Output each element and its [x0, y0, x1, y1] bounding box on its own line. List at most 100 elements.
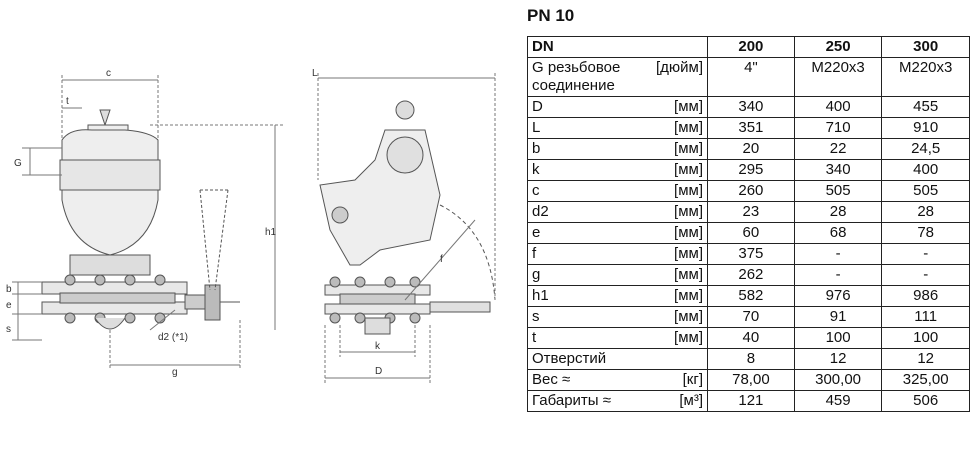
- cell: 12: [881, 348, 970, 370]
- dim-label-L: L: [312, 68, 318, 79]
- cell: 505: [793, 180, 883, 202]
- cell: 100: [881, 327, 970, 349]
- dim-label-t: t: [66, 96, 69, 107]
- row-unit: [мм]: [674, 224, 704, 241]
- row-name: k: [532, 161, 540, 178]
- cell: 111: [881, 306, 970, 328]
- cell: 400: [793, 96, 883, 118]
- dim-label-c: c: [106, 68, 111, 79]
- cell: 340: [707, 96, 795, 118]
- header-col: 300: [881, 36, 970, 58]
- dim-label-e: e: [6, 300, 12, 311]
- row-name: e: [532, 224, 541, 241]
- row-label: G резьбовое [дюйм] соединение: [526, 57, 709, 97]
- cell: 986: [881, 285, 970, 307]
- row-unit: [мм]: [674, 308, 704, 325]
- table-row: c[мм] 260 505 505: [526, 180, 970, 202]
- cell: 506: [881, 390, 970, 412]
- cell: 295: [707, 159, 795, 181]
- row-name: f: [532, 245, 537, 262]
- cell: 40: [707, 327, 795, 349]
- cell: 8: [707, 348, 795, 370]
- row-unit: [мм]: [674, 329, 704, 346]
- row-name-cont: соединение: [532, 77, 615, 94]
- technical-drawing: c t G h1 b e s d2 (*1) g L f k D: [6, 68, 496, 383]
- dim-label-s: s: [6, 324, 11, 335]
- row-name: b: [532, 140, 541, 157]
- cell: 910: [881, 117, 970, 139]
- cell: 455: [881, 96, 970, 118]
- table-row: e [мм] 60 68 78: [526, 222, 970, 244]
- table-row: Габариты ≈[м³] 121 459 506: [526, 390, 970, 412]
- row-unit: [м³]: [679, 392, 704, 409]
- cell: 400: [881, 159, 970, 181]
- cell: 375: [707, 243, 795, 265]
- spec-table: DN 200 250 300 G резьбовое [дюйм] соедине…: [526, 36, 970, 412]
- cell: 22: [793, 138, 883, 160]
- row-name: G резьбовое: [532, 59, 621, 76]
- row-name: c: [532, 182, 540, 199]
- row-label: f [мм]: [526, 243, 709, 265]
- cell: -: [881, 264, 970, 286]
- header-col: 200: [707, 36, 795, 58]
- cell: 68: [793, 222, 883, 244]
- row-name: t: [532, 329, 537, 346]
- row-name: s: [532, 308, 540, 325]
- row-name: Габариты ≈: [532, 392, 611, 409]
- cell: 351: [707, 117, 795, 139]
- table-header-row: DN 200 250 300: [526, 36, 970, 58]
- row-unit: [мм]: [674, 161, 704, 178]
- cell: 121: [707, 390, 795, 412]
- row-name: g: [532, 266, 541, 283]
- table-row: L [мм] 351 710 910: [526, 117, 970, 139]
- cell: 12: [793, 348, 883, 370]
- row-label: k [мм]: [526, 159, 709, 181]
- row-name: L: [532, 119, 541, 136]
- row-label: d2[мм]: [526, 201, 709, 223]
- cell: 91: [793, 306, 883, 328]
- table-row: D[мм] 340 400 455: [526, 96, 970, 118]
- cell: M220x3: [793, 57, 883, 97]
- dim-label-G: G: [14, 158, 22, 169]
- row-label: D[мм]: [526, 96, 709, 118]
- dim-label-k: k: [375, 341, 381, 352]
- table-row: Отверстий 8 12 12: [526, 348, 970, 370]
- cell: 60: [707, 222, 795, 244]
- cell: 300,00: [793, 369, 883, 391]
- dim-label-b: b: [6, 284, 12, 295]
- row-name: Отверстий: [532, 350, 607, 367]
- row-unit: [мм]: [674, 245, 704, 262]
- cell: 70: [707, 306, 795, 328]
- cell: 582: [707, 285, 795, 307]
- page-title: PN 10: [527, 6, 575, 25]
- cell: 260: [707, 180, 795, 202]
- dim-label-h1: h1: [265, 227, 277, 238]
- table-row: f[мм] 375 - -: [526, 243, 970, 265]
- cell: 28: [793, 201, 883, 223]
- row-label: e [мм]: [526, 222, 709, 244]
- dim-label-D: D: [375, 366, 382, 377]
- header-label: DN: [526, 36, 709, 58]
- row-unit: [мм]: [674, 119, 704, 136]
- row-unit: [мм]: [674, 203, 704, 220]
- cell: 710: [793, 117, 883, 139]
- cell: 4": [707, 57, 795, 97]
- row-unit: [кг]: [682, 371, 704, 388]
- cell: M220x3: [881, 57, 970, 97]
- cell: 78: [881, 222, 970, 244]
- table-row: k[мм] 295 340 400: [526, 159, 970, 181]
- header-col: 250: [793, 36, 883, 58]
- row-unit: [дюйм]: [655, 59, 704, 76]
- cell: -: [881, 243, 970, 265]
- row-unit: [мм]: [674, 182, 704, 199]
- row-label: L [мм]: [526, 117, 709, 139]
- row-label: c [мм]: [526, 180, 709, 202]
- row-unit: [мм]: [674, 287, 704, 304]
- cell: 24,5: [881, 138, 970, 160]
- table-row: Вес ≈[кг] 78,00 300,00 325,00: [526, 369, 970, 391]
- dim-label-g: g: [172, 367, 178, 378]
- row-unit: [мм]: [674, 98, 704, 115]
- cell: 262: [707, 264, 795, 286]
- cell: -: [793, 264, 883, 286]
- table-row: g[мм] 262 - -: [526, 264, 970, 286]
